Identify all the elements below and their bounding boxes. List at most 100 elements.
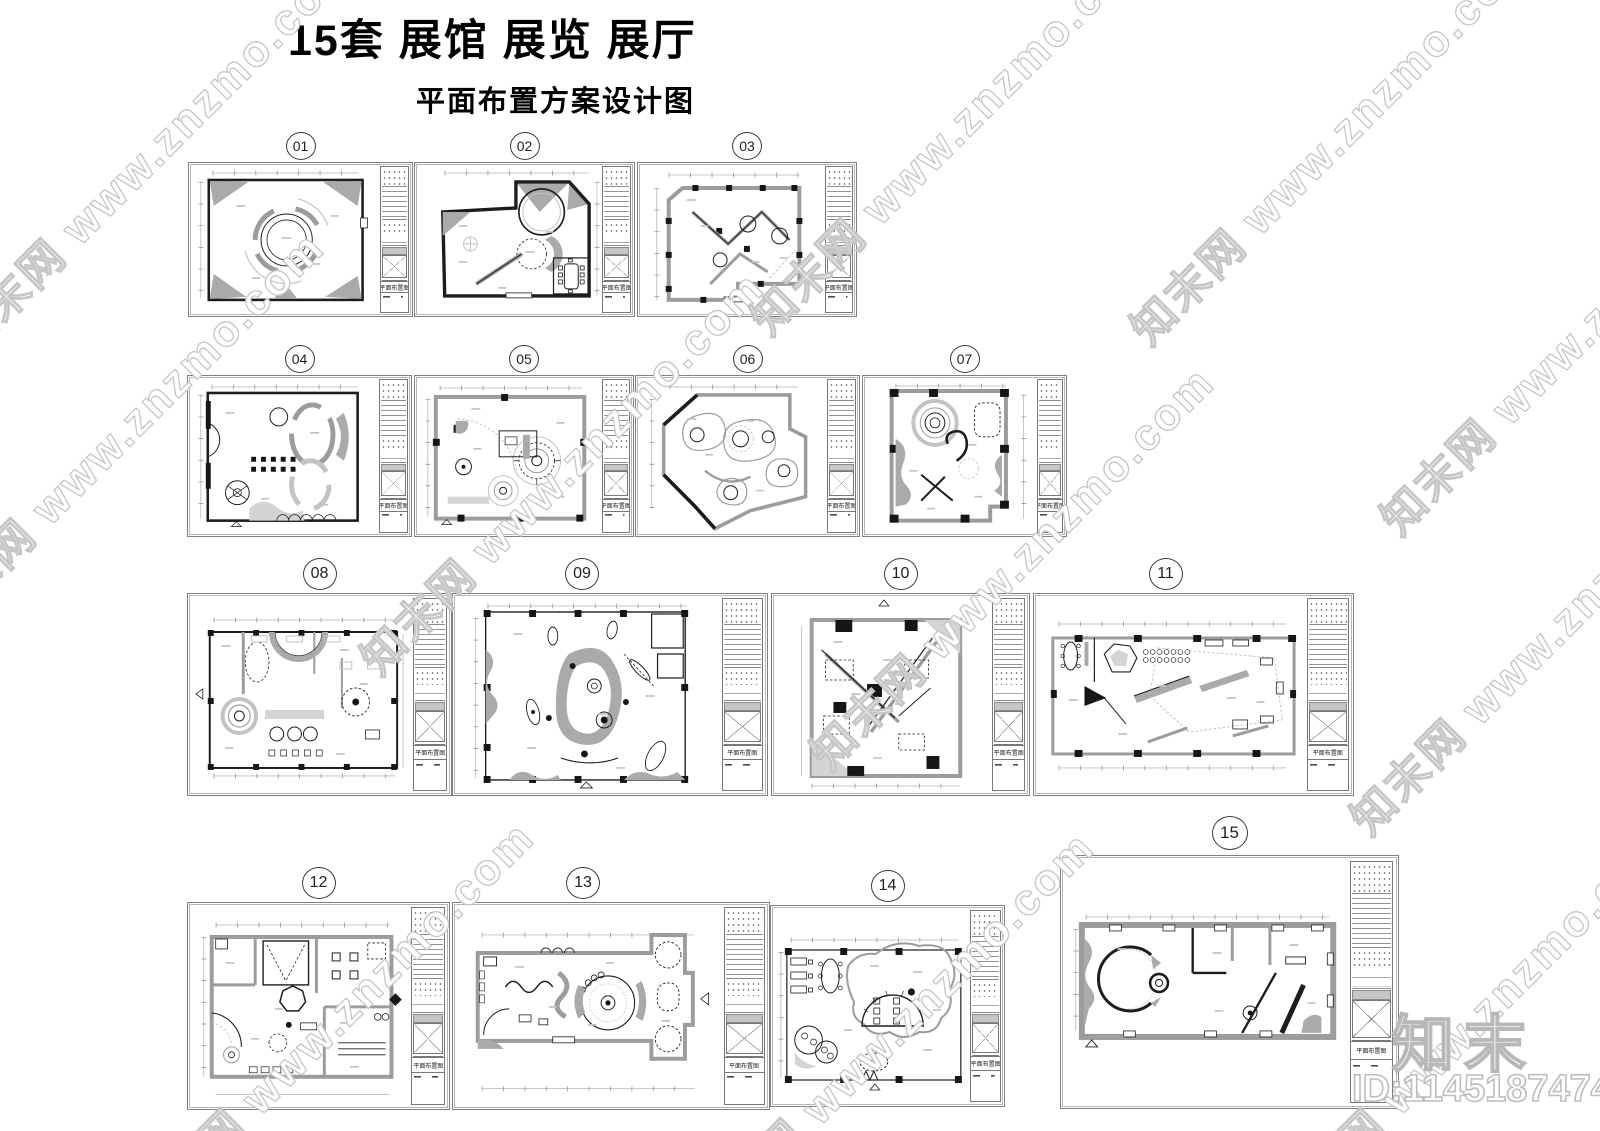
plan-number-badge-03: 03	[732, 132, 762, 160]
title-block-spacer	[826, 233, 851, 247]
sheet-caption: 平面布置图	[603, 281, 630, 292]
plan-sheet-04: 04	[187, 345, 412, 537]
plan-sheet-13: 13	[452, 867, 770, 1110]
title-block-footer	[993, 759, 1025, 769]
plan-number-badge-08: 08	[302, 558, 337, 590]
title-block-header-bar	[1351, 989, 1392, 1001]
title-block-revision-list	[972, 1055, 999, 1057]
title-block-stamp-box	[826, 254, 851, 279]
title-block-header-bar	[381, 247, 407, 255]
title-block: 平面布置图	[723, 907, 765, 1105]
title-block-footer	[603, 292, 630, 300]
title-block-stamp-box	[994, 711, 1024, 742]
plan-number-badge-01: 01	[285, 132, 316, 160]
title-block-table	[1038, 401, 1062, 436]
floor-plan-drawing-08	[195, 617, 404, 779]
title-block-notes-small	[725, 980, 763, 997]
floor-plan-drawing-03	[654, 172, 803, 303]
title-block-stamp-box	[1309, 711, 1347, 742]
title-block-notes	[994, 601, 1024, 625]
title-block-spacer	[1038, 449, 1062, 463]
title-block: 平面布置图	[378, 379, 408, 533]
title-block-footer	[1037, 510, 1063, 519]
title-block-stamp-box	[604, 254, 629, 279]
plan-number-badge-14: 14	[870, 870, 905, 902]
title-block-stamp-box	[1038, 471, 1062, 496]
title-block-stamp-box	[972, 1022, 999, 1054]
page-subtitle: 平面布置方案设计图	[416, 86, 696, 118]
title-block-header-bar	[994, 702, 1024, 712]
title-block-footer	[722, 759, 762, 769]
title-block-notes-small	[381, 222, 407, 234]
title-block-table	[725, 934, 763, 979]
title-block-revision-list	[828, 498, 854, 499]
sheet-caption: 平面布置图	[971, 1056, 1000, 1070]
plan-number-badge-11: 11	[1148, 558, 1183, 590]
title-block-notes	[1351, 864, 1392, 894]
floor-plan-drawing-07	[889, 383, 1027, 523]
title-block: 平面布置图	[379, 166, 409, 313]
plan-sheet-12: 12	[187, 867, 450, 1110]
sheet-caption: 平面布置图	[1350, 1041, 1393, 1059]
title-block-header-bar	[826, 247, 851, 255]
floor-plan-drawing-12	[201, 922, 402, 1096]
title-block-header-bar	[415, 702, 446, 712]
title-block-notes	[603, 382, 628, 402]
plan-number-badge-09: 09	[565, 558, 599, 590]
title-block: 平面布置图	[1307, 598, 1349, 791]
plan-sheet-07: 07	[862, 345, 1067, 537]
title-block-spacer	[603, 449, 628, 463]
plan-number-badge-05: 05	[509, 345, 539, 373]
title-block-header-bar	[604, 247, 629, 255]
title-block-table	[1309, 624, 1347, 668]
plan-sheet-09: 09	[452, 558, 768, 796]
title-block-table	[381, 187, 407, 221]
sheet-caption: 平面布置图	[993, 744, 1025, 759]
title-block-stamp-box	[725, 1022, 763, 1055]
title-block-table	[972, 936, 999, 980]
title-block-stamp-box	[603, 471, 628, 496]
plan-number-badge-06: 06	[732, 345, 763, 373]
title-block-notes	[413, 910, 444, 935]
title-block-footer	[412, 1071, 445, 1082]
title-block-revision-list	[381, 280, 407, 282]
sheet-caption: 平面布置图	[1308, 744, 1348, 759]
plan-sheet-02: 02	[414, 132, 635, 317]
title-block-notes-small	[380, 437, 406, 450]
title-block-header-bar	[413, 1013, 444, 1023]
title-block: 平面布置图	[824, 166, 853, 313]
title-block-spacer	[994, 685, 1024, 702]
title-block-table	[604, 187, 629, 221]
sheet-caption: 平面布置图	[825, 281, 852, 292]
sheet-caption: 平面布置图	[412, 1057, 445, 1072]
title-block-table	[603, 401, 628, 436]
title-block-revision-list	[1038, 498, 1062, 499]
floor-plan-drawing-02	[440, 170, 599, 299]
title-block-revision-list	[1351, 1040, 1392, 1042]
floor-plan-drawing-15	[1073, 914, 1337, 1048]
title-block-stamp-box	[413, 1022, 444, 1055]
title-block: 平面布置图	[411, 907, 446, 1105]
sheet-caption: 平面布置图	[724, 1057, 764, 1072]
plan-sheet-03: 03	[637, 132, 857, 317]
title-block-notes	[828, 382, 854, 402]
plan-number-badge-12: 12	[301, 867, 336, 899]
title-block-notes-small	[603, 437, 628, 450]
image-id-label: ID:1145187474	[1351, 1067, 1600, 1111]
floor-plan-drawing-10	[801, 599, 963, 789]
title-block-footer	[379, 510, 407, 519]
title-block-table	[380, 401, 406, 436]
title-block-notes	[725, 910, 763, 935]
title-block-header-bar	[603, 463, 628, 472]
title-block-table	[413, 934, 444, 979]
watermark-text: 知末网 www.znzmo.com	[1341, 421, 1600, 845]
watermark-text: 知末网 www.znzmo.com	[1121, 0, 1545, 355]
title-block-notes	[604, 169, 629, 188]
title-block-header-bar	[723, 702, 761, 712]
title-block-notes-small	[413, 980, 444, 997]
title-block-footer	[825, 292, 852, 300]
sheet-caption: 平面布置图	[414, 744, 447, 759]
sheet-caption: 平面布置图	[722, 744, 762, 759]
title-block-footer	[414, 759, 447, 769]
title-block-spacer	[972, 996, 999, 1013]
